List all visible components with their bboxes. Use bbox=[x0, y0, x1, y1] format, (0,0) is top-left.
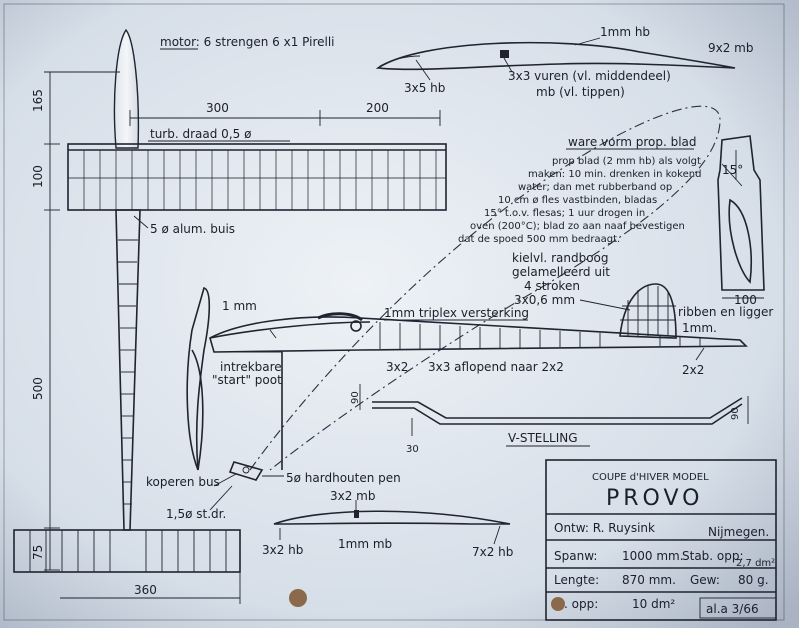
motor-note: motor: 6 strengen 6 x1 Pirelli bbox=[160, 35, 335, 49]
wing-airfoil-section: 1mm hb 9x2 mb 3x5 hb 3x3 vuren (vl. midd… bbox=[375, 25, 754, 99]
fin-note-1: kielvl. randboog bbox=[512, 251, 609, 265]
dim-165: 165 bbox=[31, 89, 45, 112]
side-intrek-1: intrekbare bbox=[220, 360, 282, 374]
punch-hole bbox=[289, 589, 307, 607]
gew-value: 80 g. bbox=[738, 573, 769, 587]
side-ribben-2: 1mm. bbox=[682, 321, 717, 335]
v-30: 30 bbox=[406, 444, 419, 455]
v-90-left: 90 bbox=[350, 391, 361, 404]
v-stelling-label: V-STELLING bbox=[508, 431, 578, 445]
dim-360: 360 bbox=[134, 583, 157, 597]
hub-pen: 5ø hardhouten pen bbox=[286, 471, 401, 485]
spanw-value: 1000 mm. bbox=[622, 549, 684, 563]
dim-100: 100 bbox=[31, 165, 45, 188]
fin-note-2: gelamelleerd uit bbox=[512, 265, 610, 279]
airfoil-spar-label-2: mb (vl. tippen) bbox=[536, 85, 625, 99]
dim-75: 75 bbox=[31, 545, 45, 560]
airfoil-top-label: 1mm hb bbox=[600, 25, 650, 39]
v-90-right: 90 bbox=[730, 407, 741, 420]
spar-square bbox=[500, 50, 509, 58]
prop-note: ware vorm prop. blad prop blad (2 mm hb)… bbox=[458, 135, 701, 245]
stab-value: 2,7 dm² bbox=[736, 558, 775, 569]
side-1mm: 1 mm bbox=[222, 299, 257, 313]
prop-hub-detail: koperen bus 5ø hardhouten pen 1,5ø st.dr… bbox=[146, 461, 401, 521]
stab-label: Stab. opp: bbox=[682, 549, 744, 563]
fuselage-side-view: 1 mm 1mm triplex versterking ribben en l… bbox=[186, 283, 773, 471]
fin-note-4: 3x0,6 mm bbox=[514, 293, 575, 307]
dim-300: 300 bbox=[206, 101, 229, 115]
sheet-border bbox=[3, 3, 785, 621]
propeller-blade-top bbox=[113, 28, 140, 149]
side-ribben: ribben en ligger bbox=[678, 305, 773, 319]
title-subtitle: COUPE d'HIVER MODEL bbox=[592, 472, 709, 483]
airfoil-spar-label: 3x3 vuren (vl. middendeel) bbox=[508, 69, 671, 83]
prop-note-line-1: prop blad (2 mm hb) als volgt bbox=[552, 156, 701, 167]
fin-note-3: 4 stroken bbox=[524, 279, 580, 293]
propeller-blade-outline-dashed bbox=[249, 105, 721, 471]
stabilizer-plan-view: 360 bbox=[13, 529, 241, 604]
prop-note-title: ware vorm prop. blad bbox=[568, 135, 697, 149]
stab-le: 3x2 hb bbox=[262, 543, 303, 557]
left-dimensions: 165 100 500 75 bbox=[31, 71, 120, 571]
prop-note-line-6: oven (200°C); blad zo aan naaf bevestige… bbox=[470, 221, 685, 232]
prop-bottle-detail: 15° 100 bbox=[717, 135, 765, 307]
hub-koperen: koperen bus bbox=[146, 475, 220, 489]
hub-stdr: 1,5ø st.dr. bbox=[166, 507, 226, 521]
gew-label: Gew: bbox=[690, 573, 720, 587]
dim-500: 500 bbox=[31, 377, 45, 400]
dihedral-view: 90 90 30 V-STELLING bbox=[350, 384, 749, 455]
fin-note: kielvl. randboog gelamelleerd uit 4 stro… bbox=[512, 251, 631, 311]
stab-mid: 1mm mb bbox=[338, 537, 392, 551]
opp-label: . opp: bbox=[564, 597, 598, 611]
title-ref: al.a 3/66 bbox=[706, 602, 759, 616]
prop-note-line-7: dat de spoed 500 mm bedraagt. bbox=[458, 234, 620, 245]
spanw-label: Spanw: bbox=[554, 549, 597, 563]
side-3x2: 3x2 bbox=[386, 360, 408, 374]
side-intrek-2: "start" poot bbox=[212, 373, 282, 387]
prop-note-line-2: maken: 10 min. drenken in kokend bbox=[528, 169, 701, 180]
side-3x3: 3x3 aflopend naar 2x2 bbox=[428, 360, 564, 374]
airfoil-tip-label: 9x2 mb bbox=[708, 41, 754, 55]
angle-label: 15° bbox=[722, 163, 743, 177]
bottle-dim: 100 bbox=[734, 293, 757, 307]
title-name: PROVO bbox=[606, 486, 703, 511]
turb-label: turb. draad 0,5 ø bbox=[150, 127, 251, 141]
stab-te: 7x2 hb bbox=[472, 545, 513, 559]
dim-200: 200 bbox=[366, 101, 389, 115]
prop-note-line-3: water; dan met rubberband op bbox=[518, 182, 672, 193]
buis-label: 5 ø alum. buis bbox=[150, 222, 235, 236]
stab-top: 3x2 mb bbox=[330, 489, 376, 503]
title-ontw: Ontw: R. Ruysink bbox=[554, 521, 655, 535]
stab-airfoil-section: 3x2 mb 3x2 hb 1mm mb 7x2 hb bbox=[262, 489, 513, 559]
title-city: Nijmegen. bbox=[708, 525, 769, 539]
lengte-label: Lengte: bbox=[554, 573, 599, 587]
side-triplex: 1mm triplex versterking bbox=[384, 306, 529, 320]
wing-plan-view: 300 200 turb. draad 0,5 ø 5 ø alum. buis bbox=[67, 101, 447, 236]
title-block: COUPE d'HIVER MODEL PROVO Ontw: R. Ruysi… bbox=[545, 459, 777, 621]
prop-note-line-4: 10 cm ø fles vastbinden, bladas bbox=[498, 195, 657, 206]
lengte-value: 870 mm. bbox=[622, 573, 676, 587]
side-2x2: 2x2 bbox=[682, 363, 704, 377]
opp-value: 10 dm² bbox=[632, 597, 675, 611]
prop-note-line-5: 15° t.o.v. flesas; 1 uur drogen in bbox=[484, 208, 645, 219]
airfoil-le-label: 3x5 hb bbox=[404, 81, 445, 95]
